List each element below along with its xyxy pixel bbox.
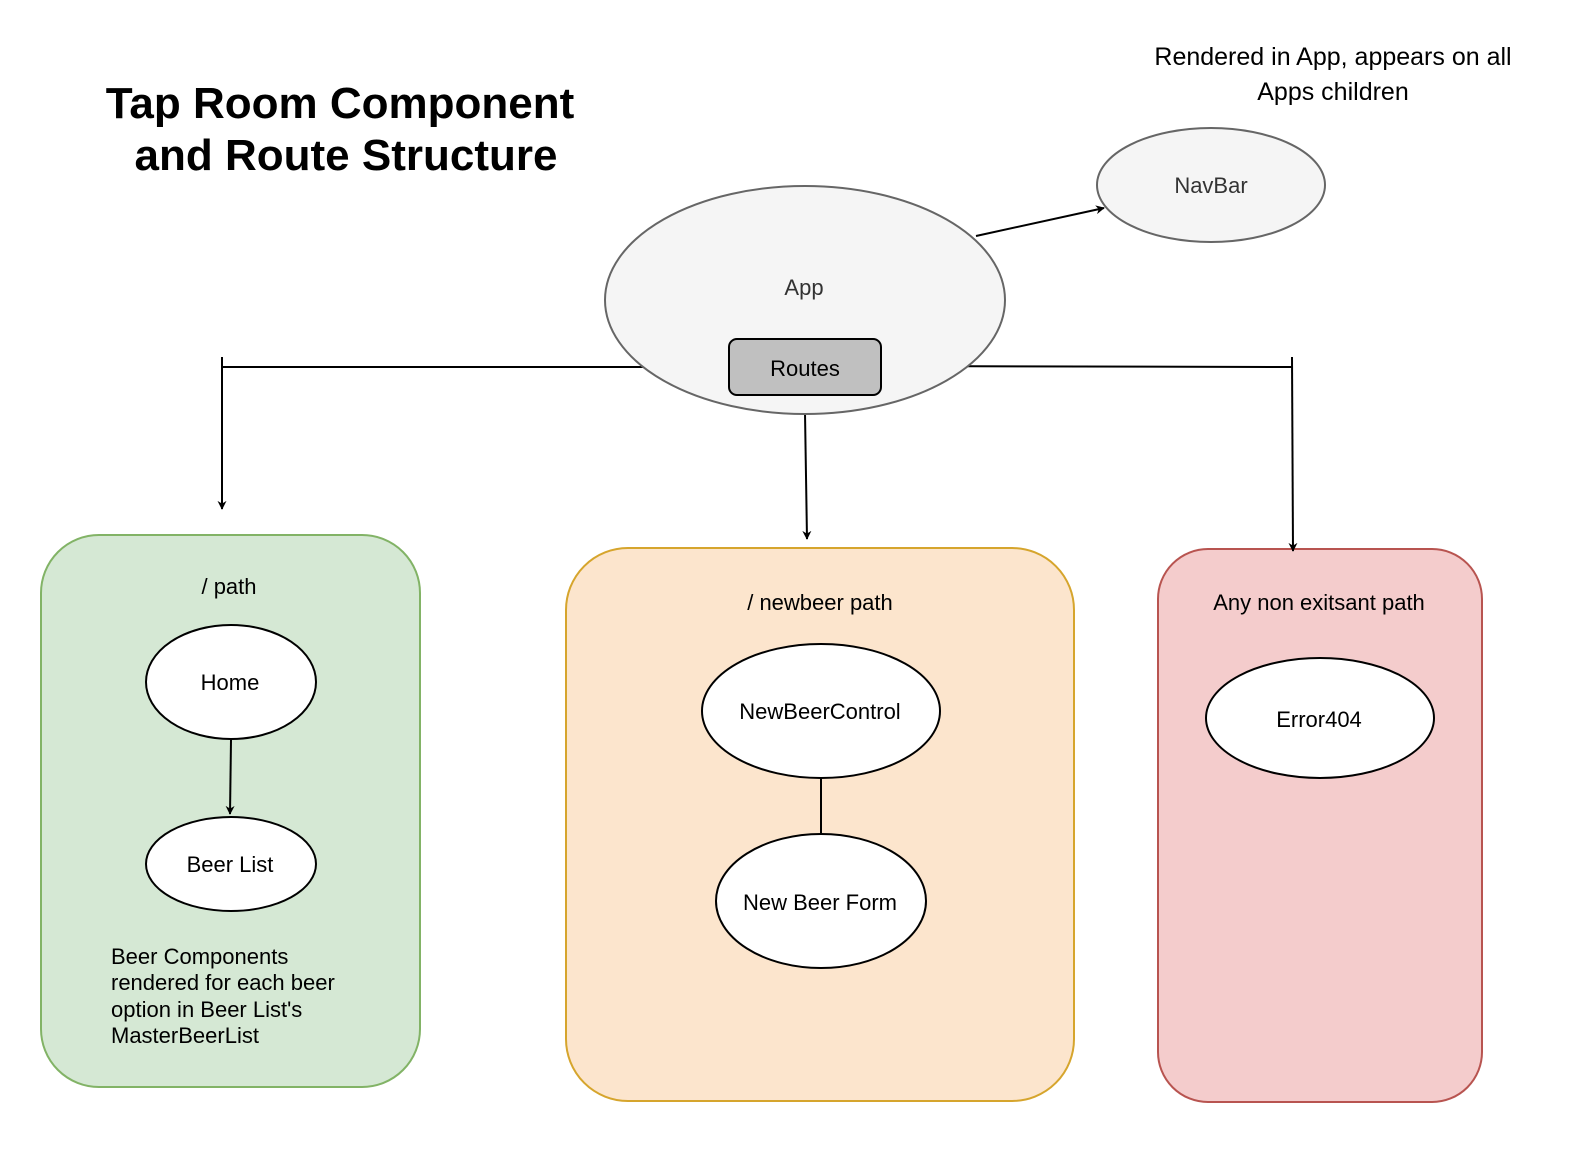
nonexistent-path-group — [1157, 548, 1483, 1103]
root-path-note-line3: option in Beer List's — [111, 997, 302, 1022]
routes-to-nonexistent-path-edge — [1288, 356, 1298, 552]
app-node — [604, 185, 1006, 415]
app-node-label: App — [784, 275, 823, 300]
navbar-node-label: NavBar — [1174, 173, 1247, 198]
root-path-note-line4: MasterBeerList — [111, 1023, 259, 1048]
diagram-title-line1: Tap Room Component — [106, 79, 575, 128]
root-path-label: / path — [201, 574, 256, 599]
beer-list-node — [145, 816, 317, 912]
new-beer-control-node — [701, 643, 941, 779]
error404-node — [1205, 657, 1435, 779]
routes-node — [728, 338, 882, 396]
diagram-title-line2: and Route Structure — [135, 131, 558, 180]
navbar-note-line1: Rendered in App, appears on all — [1154, 43, 1511, 71]
root-path-note-line1: Beer Components — [111, 944, 288, 969]
nonexistent-path-label: Any non exitsant path — [1213, 590, 1425, 615]
new-beer-form-node-label: New Beer Form — [743, 890, 897, 915]
routes-to-newbeer-path-edge — [802, 412, 812, 540]
home-node — [145, 624, 317, 740]
error404-node-label: Error404 — [1276, 707, 1362, 732]
navbar-note-line2: Apps children — [1257, 78, 1408, 106]
routes-node-label: Routes — [770, 356, 840, 381]
beer-list-node-label: Beer List — [187, 852, 274, 877]
new-beer-control-node-label: NewBeerControl — [739, 699, 900, 724]
new-beer-form-node — [715, 833, 927, 969]
home-node-label: Home — [201, 670, 260, 695]
home-to-beer-list-edge — [225, 739, 235, 815]
root-path-note-line2: rendered for each beer — [111, 970, 335, 995]
navbar-node — [1096, 127, 1326, 243]
app-to-navbar-edge — [975, 205, 1105, 237]
newbeer-path-label: / newbeer path — [747, 590, 893, 615]
